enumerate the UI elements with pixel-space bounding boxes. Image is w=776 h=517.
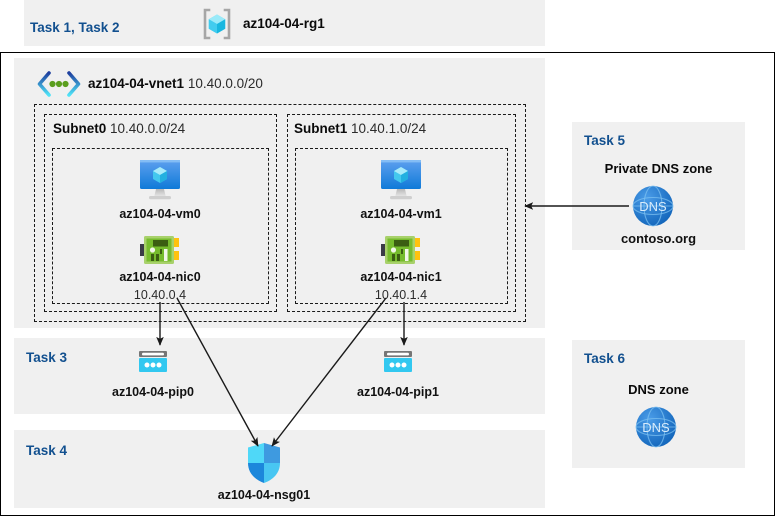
network-interface-icon — [381, 233, 421, 267]
resource-group-name: az104-04-rg1 — [243, 16, 325, 31]
virtual-network-icon — [36, 68, 82, 100]
resource-group-icon — [200, 7, 234, 41]
public-ip-address-icon — [381, 348, 415, 378]
dns-icon-text: DNS — [642, 420, 670, 435]
resource-group-name-text: az104-04-rg1 — [243, 16, 325, 31]
private-dns-zone-name: contoso.org — [620, 231, 697, 246]
dns-icon-text: DNS — [639, 199, 667, 214]
subnet0-title: Subnet0 10.40.0.0/24 — [53, 121, 185, 136]
task-label-6: Task 6 — [584, 351, 626, 366]
vm1-label: az104-04-vm1 — [360, 207, 442, 221]
vnet-name: az104-04-vnet1 — [88, 76, 185, 91]
vm0-label: az104-04-vm0 — [119, 207, 201, 221]
pip0-label: az104-04-pip0 — [112, 385, 194, 399]
public-ip-panel — [14, 338, 545, 414]
subnet0-cidr: 10.40.0.0/24 — [110, 121, 186, 136]
subnet1-inner-boundary — [295, 148, 508, 304]
nic1-label: az104-04-nic1 — [360, 270, 442, 284]
subnet1-title: Subnet1 10.40.1.0/24 — [294, 121, 426, 136]
virtual-machine-icon — [134, 157, 186, 201]
subnet1-boundary — [287, 114, 516, 312]
resource-group-header-panel — [24, 0, 545, 46]
vnet-title: az104-04-vnet1 10.40.0.0/20 — [88, 76, 263, 91]
nic0-ip: 10.40.0.4 — [133, 288, 187, 302]
task-label-1-2: Task 1, Task 2 — [30, 20, 120, 35]
private-dns-zone-heading: Private DNS zone — [604, 161, 713, 176]
dns-globe-icon: DNS — [634, 405, 678, 449]
nsg-label: az104-04-nsg01 — [217, 488, 311, 502]
dns-globe-icon: DNS — [631, 184, 675, 228]
task-label-4: Task 4 — [26, 443, 68, 458]
network-interface-icon — [140, 233, 180, 267]
subnet0-name: Subnet0 — [53, 121, 107, 136]
task-label-3: Task 3 — [26, 350, 68, 365]
public-ip-address-icon — [136, 348, 170, 378]
vnet-cidr: 10.40.0.0/20 — [187, 76, 263, 91]
nic0-label: az104-04-nic0 — [119, 270, 201, 284]
task-label-5: Task 5 — [584, 133, 626, 148]
subnet1-name: Subnet1 — [294, 121, 348, 136]
dns-zone-heading: DNS zone — [628, 382, 689, 397]
subnet1-cidr: 10.40.1.0/24 — [351, 121, 427, 136]
vnet-panel — [14, 58, 545, 328]
network-security-group-shield-icon — [245, 442, 283, 484]
private-dns-zone-panel — [572, 122, 745, 250]
nic1-ip: 10.40.1.4 — [374, 288, 428, 302]
pip1-label: az104-04-pip1 — [357, 385, 439, 399]
virtual-machine-icon — [375, 157, 427, 201]
